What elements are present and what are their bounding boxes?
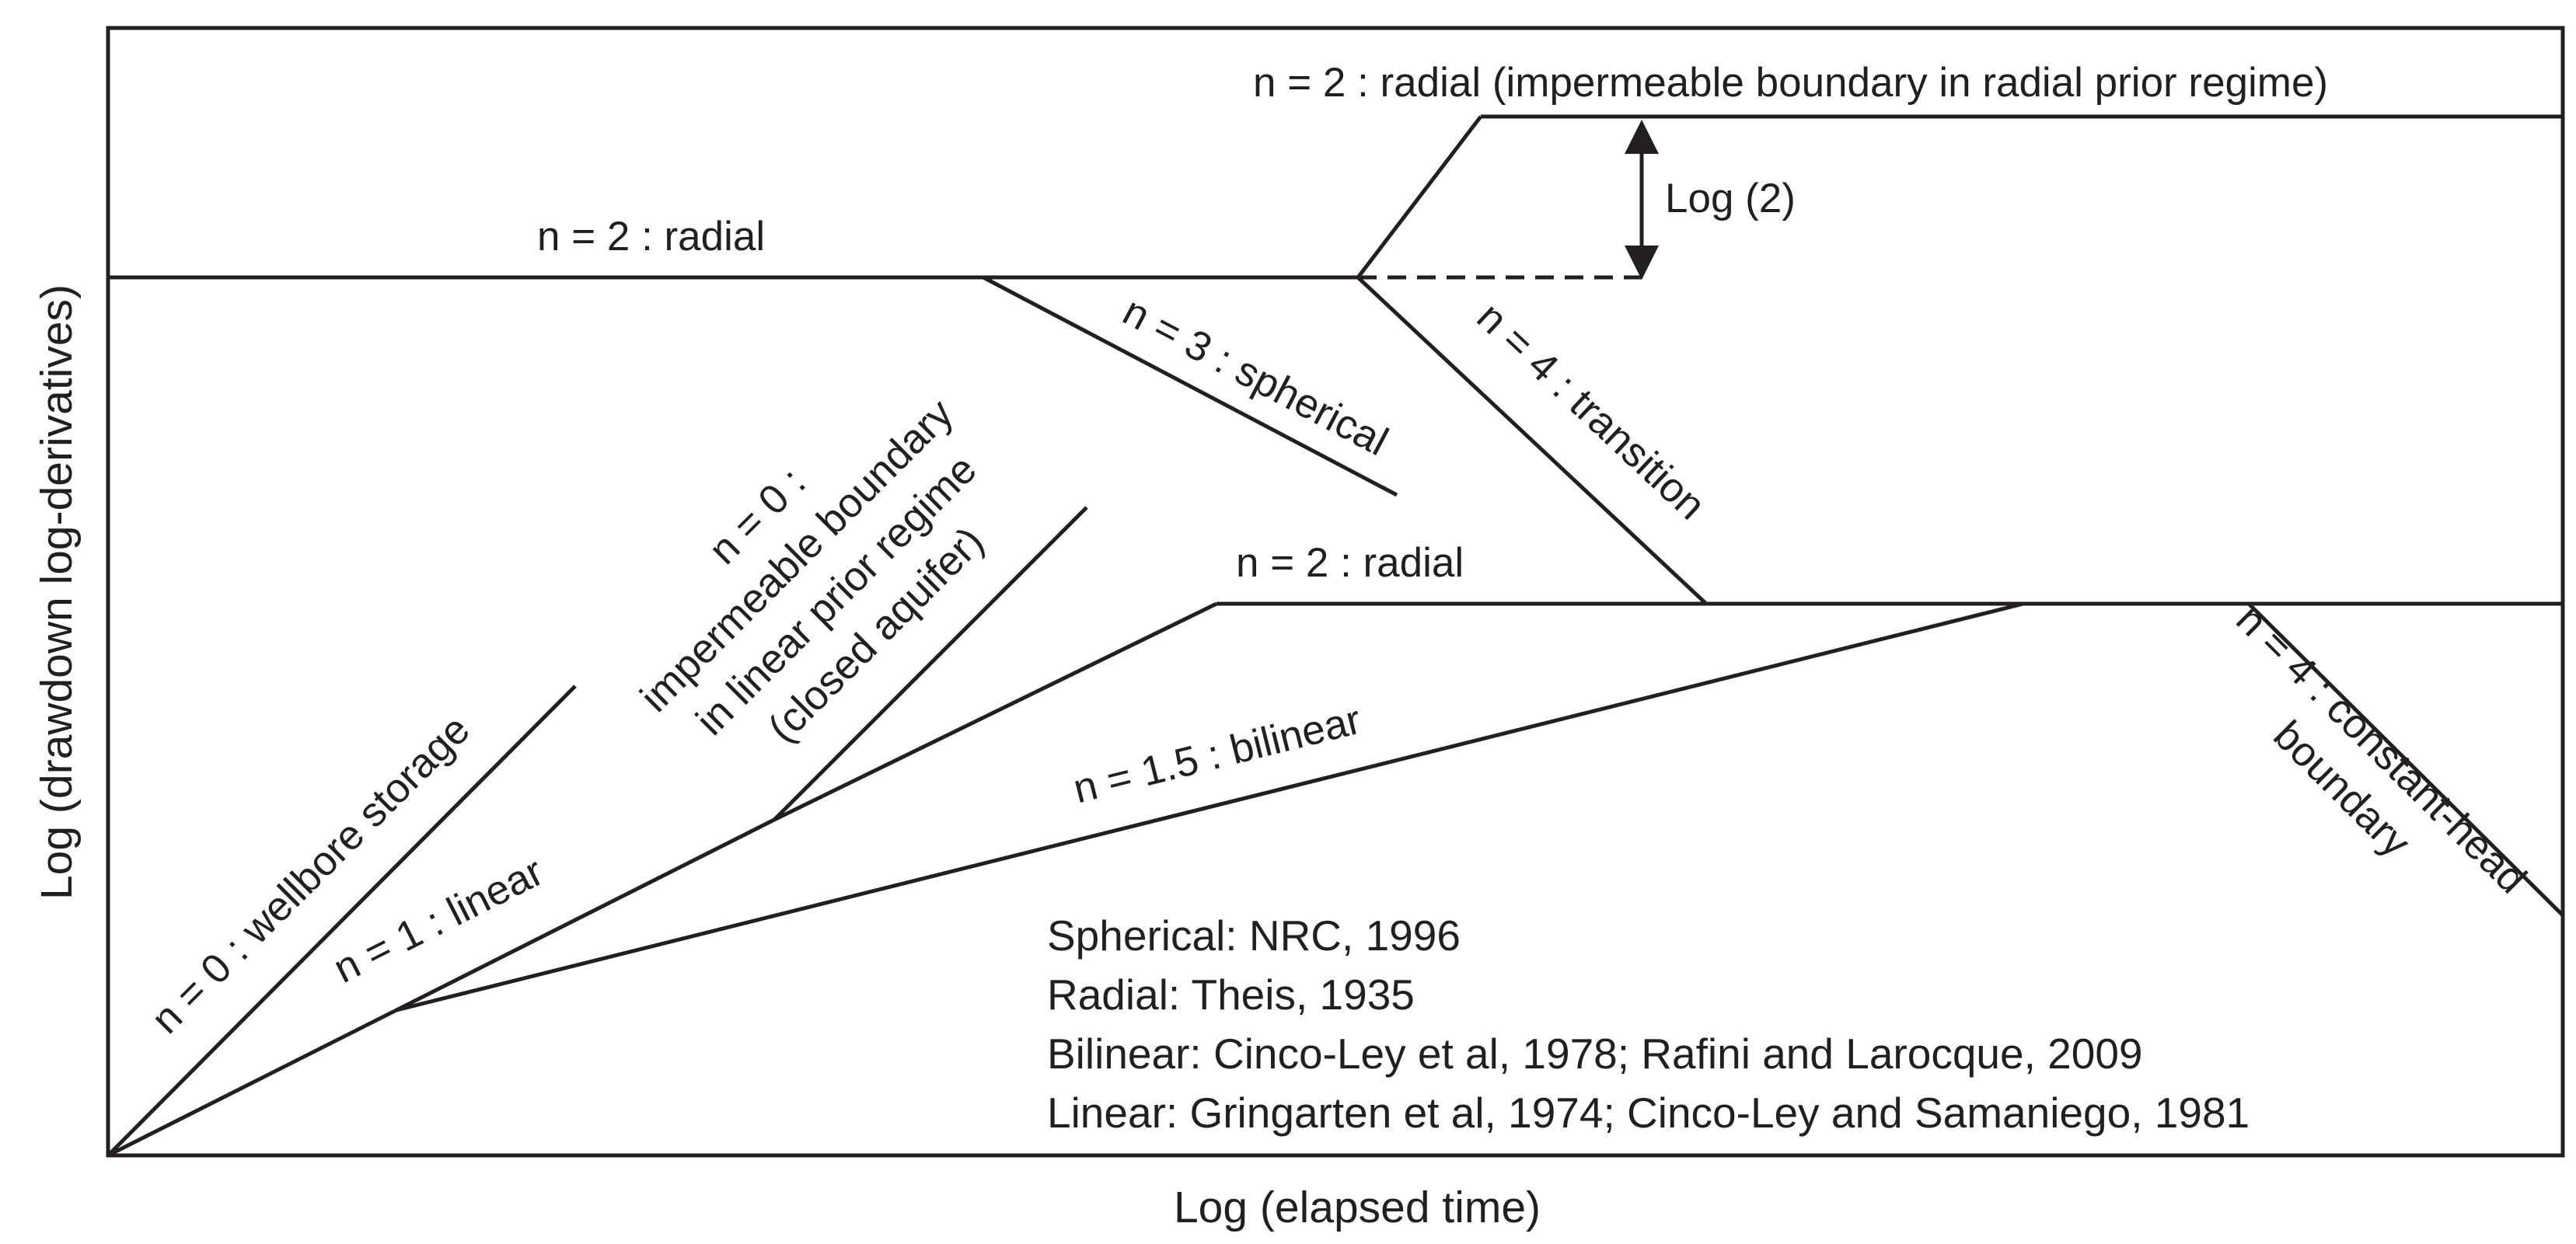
x-axis-title: Log (elapsed time) — [1174, 1183, 1541, 1232]
log2-double-arrow — [1625, 120, 1659, 280]
constant-head-label: n = 4 : constant-head boundary — [2227, 596, 2535, 902]
reference-spherical: Spherical: NRC, 1996 — [1047, 911, 1461, 960]
references: Spherical: NRC, 1996 Radial: Theis, 1935… — [1047, 911, 2250, 1137]
y-axis-title: Log (drawdown log-derivatives) — [32, 284, 82, 900]
plot-frame — [106, 26, 2565, 1158]
radial-mid-rise-line — [773, 601, 1218, 822]
constant-head-line — [2247, 602, 2564, 917]
linear-line — [106, 817, 776, 1158]
bilinear-label: n = 1.5 : bilinear — [1069, 697, 1366, 813]
log2-label: Log (2) — [1665, 176, 1796, 221]
radial-mid-label: n = 2 : radial — [1236, 540, 1464, 586]
boundary-rise-line — [1356, 115, 1482, 279]
linear-label: n = 1 : linear — [326, 848, 550, 992]
reference-bilinear: Bilinear: Cinco-Ley et al, 1978; Rafini … — [1047, 1030, 2143, 1078]
closed-aquifer-label: n = 0 : impermeable boundary in linear p… — [632, 390, 993, 751]
closed-aquifer-line — [773, 506, 1088, 821]
closed-aquifer-label-line: impermeable boundary — [632, 390, 962, 720]
reference-linear: Linear: Gringarten et al, 1974; Cinco-Le… — [1047, 1089, 2250, 1137]
wellbore-storage-line — [106, 685, 577, 1157]
reference-radial: Radial: Theis, 1935 — [1047, 970, 1415, 1019]
radial-boundary-label: n = 2 : radial (impermeable boundary in … — [1253, 60, 2328, 106]
spherical-label: n = 3 : spherical — [1115, 288, 1395, 465]
bilinear-line — [396, 601, 2024, 1012]
spherical-line — [982, 275, 1398, 497]
radial-top-label: n = 2 : radial — [537, 214, 765, 260]
transition-line — [1356, 276, 1708, 605]
